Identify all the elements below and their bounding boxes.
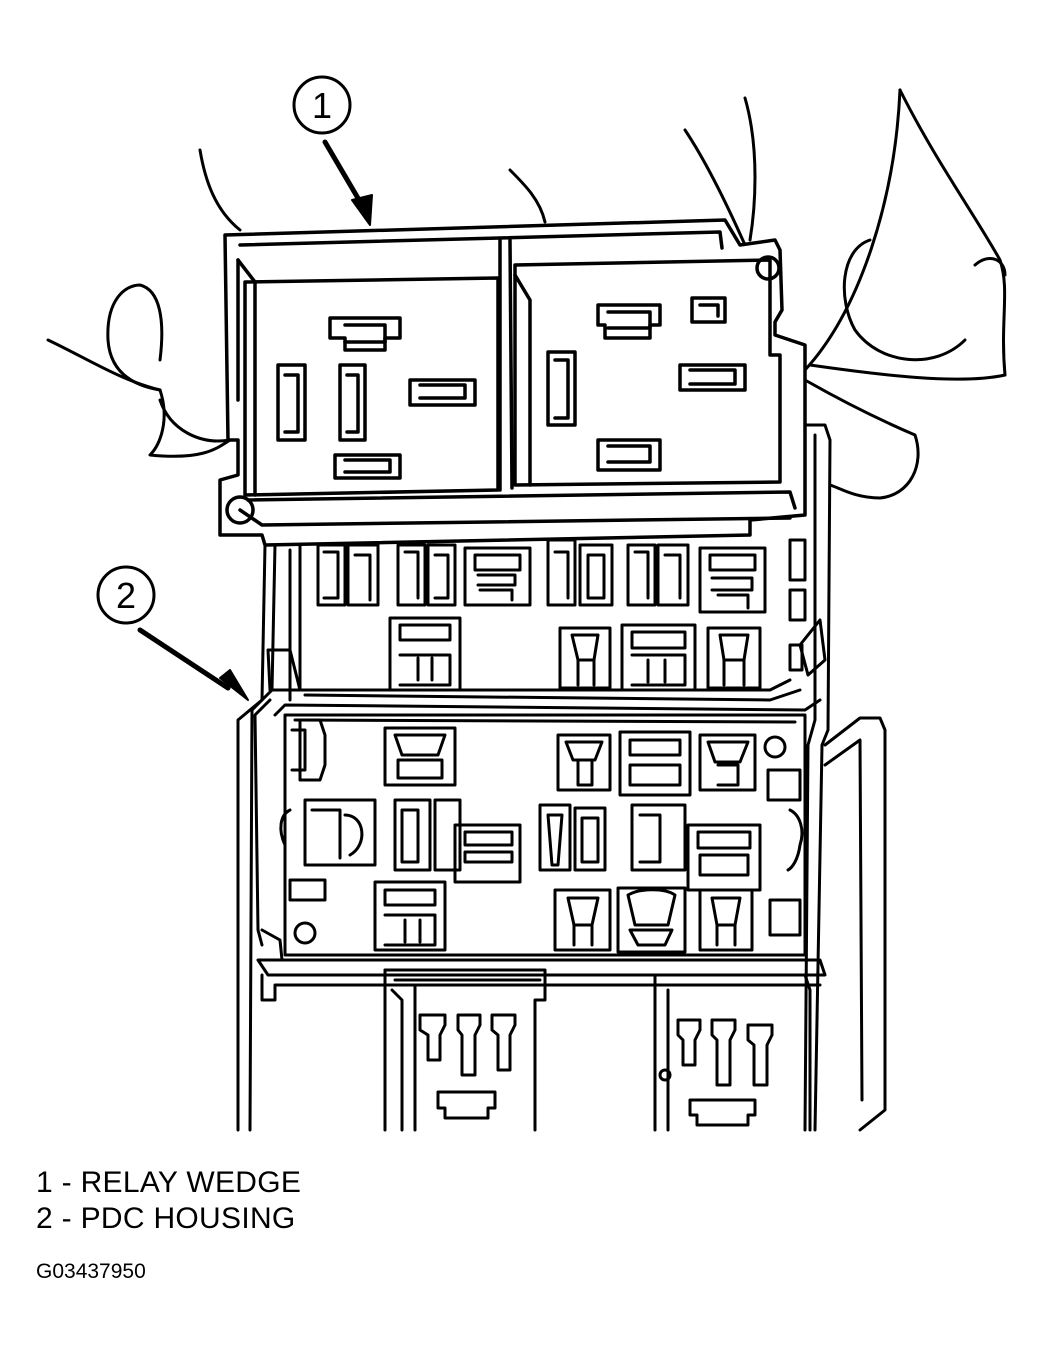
connector-socket-right <box>653 973 812 1132</box>
terminal-cavity <box>620 623 697 692</box>
terminal-cavity <box>630 803 687 872</box>
legend: 1 - RELAY WEDGE 2 - PDC HOUSING <box>36 1165 301 1237</box>
legend-separator: - <box>61 1166 72 1199</box>
terminal-cavity <box>463 546 532 607</box>
terminal-cavity <box>316 543 380 607</box>
callout-2: 2 <box>96 565 249 701</box>
terminal-cavity <box>556 733 612 792</box>
figure-id: G03437950 <box>36 1260 146 1283</box>
terminal-cavity <box>453 823 522 884</box>
terminal-cavity <box>698 546 767 614</box>
legend-separator: - <box>61 1202 72 1235</box>
callout-2-arrow <box>137 627 231 691</box>
terminal-cavity <box>303 798 377 867</box>
terminal-cavity <box>686 823 762 892</box>
terminal-cavity <box>373 880 447 952</box>
hand-fingers <box>46 88 1007 500</box>
legend-number: 1 <box>36 1166 53 1199</box>
callout-1: 1 <box>292 75 373 226</box>
terminal-cavity <box>558 626 612 690</box>
callout-1-arrow <box>322 139 365 208</box>
terminal-cavity <box>538 803 607 872</box>
terminal-cavity <box>396 543 457 607</box>
terminal-cavity <box>388 616 462 692</box>
lower-tier-terminals <box>303 726 762 954</box>
legend-label: PDC HOUSING <box>80 1202 296 1235</box>
terminal-cavity <box>618 730 692 797</box>
terminal-cavity <box>706 626 762 690</box>
legend-label: RELAY WEDGE <box>80 1166 302 1199</box>
upper-tier-terminals <box>316 538 767 692</box>
callout-2-number: 2 <box>116 575 136 616</box>
legend-item-pdc-housing: 2 - PDC HOUSING <box>36 1201 301 1237</box>
legend-item-relay-wedge: 1 - RELAY WEDGE <box>36 1165 301 1201</box>
legend-number: 2 <box>36 1202 53 1235</box>
terminal-cavity <box>553 888 612 952</box>
terminal-cavity <box>698 733 757 792</box>
connector-socket-left <box>383 968 547 1132</box>
terminal-cavity <box>546 538 614 607</box>
thumb <box>158 398 232 443</box>
terminal-cavity <box>626 543 690 607</box>
terminal-cavity <box>698 888 754 952</box>
pdc-housing <box>236 423 887 1132</box>
terminal-cavity <box>616 886 687 954</box>
terminal-cavity <box>383 726 457 787</box>
relay-wedge-removal-illustration: 1 2 <box>46 75 1007 1132</box>
terminal-cavity <box>393 798 462 872</box>
bottom-connectors <box>383 968 812 1132</box>
callout-1-number: 1 <box>312 85 332 126</box>
relay-wedge <box>218 218 807 547</box>
